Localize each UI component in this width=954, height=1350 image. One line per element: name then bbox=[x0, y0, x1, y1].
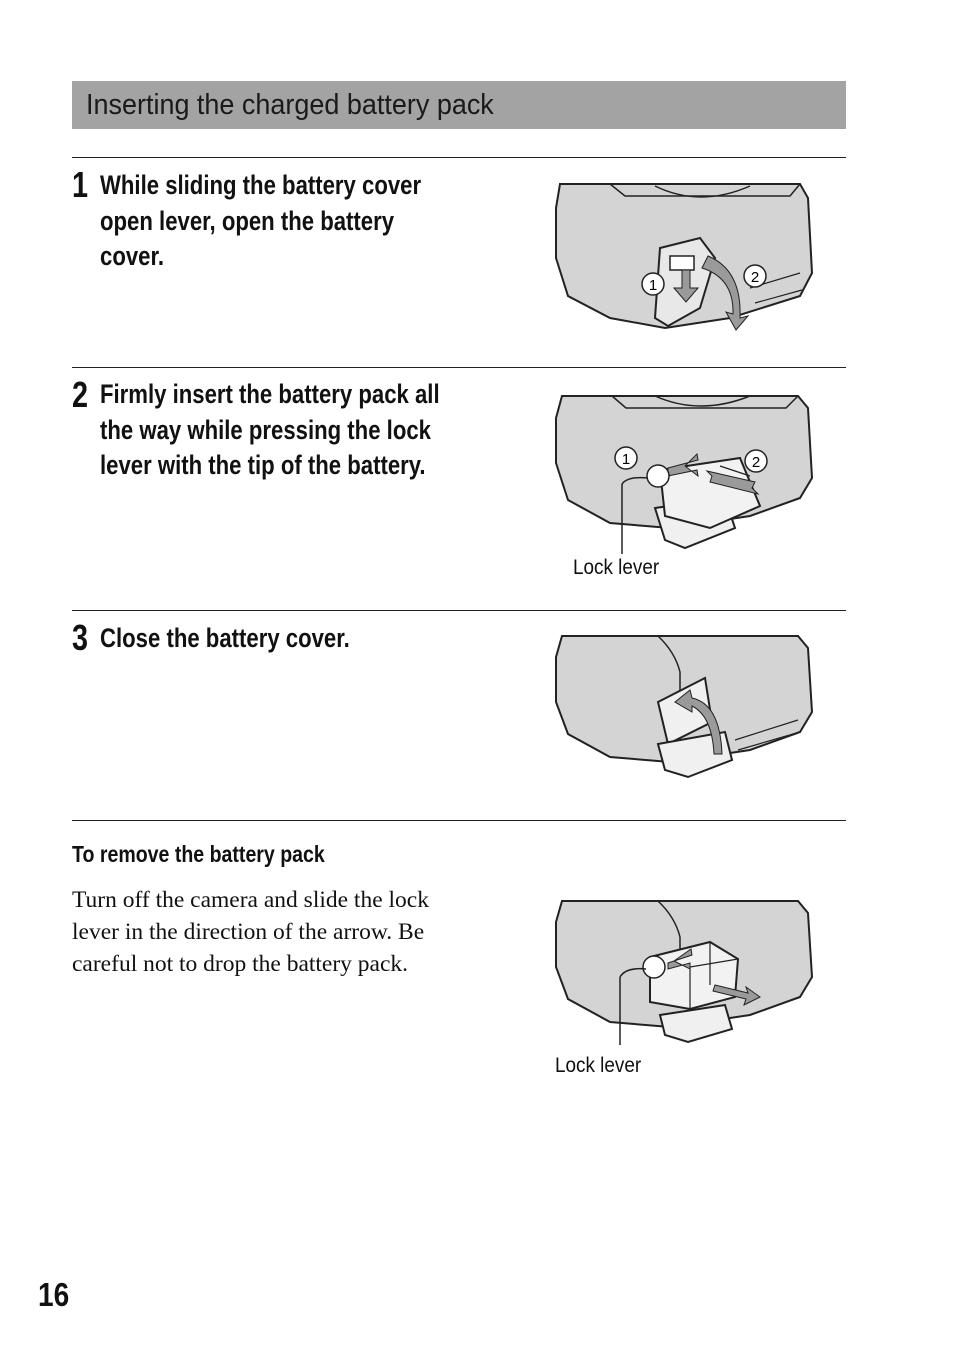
insert-battery-illustration: 1 2 bbox=[555, 395, 814, 554]
open-battery-cover-illustration: 1 2 bbox=[555, 183, 814, 331]
lock-lever-callout: Lock lever bbox=[573, 556, 660, 579]
marker-1-circle bbox=[641, 272, 665, 296]
step-1-line-3: cover. bbox=[100, 241, 165, 271]
remove-line-1: Turn off the camera and slide the lock bbox=[72, 887, 429, 913]
step-2-line-3: lever with the tip of the battery. bbox=[100, 450, 426, 480]
step-2-instruction: Firmly insert the battery pack all the w… bbox=[100, 377, 440, 484]
step-2-line-2: the way while pressing the lock bbox=[100, 414, 431, 445]
section-title: Inserting the charged battery pack bbox=[86, 88, 494, 121]
marker-2-circle bbox=[743, 264, 767, 288]
divider-rule bbox=[72, 367, 846, 368]
remove-line-2: lever in the direction of the arrow. Be bbox=[72, 919, 425, 945]
remove-line-3: careful not to drop the battery pack. bbox=[72, 951, 409, 977]
divider-rule bbox=[72, 610, 846, 611]
page-number: 16 bbox=[38, 1276, 70, 1313]
marker-2-circle bbox=[744, 449, 768, 473]
divider-rule bbox=[72, 820, 846, 821]
marker-1-label: 1 bbox=[649, 277, 657, 294]
section-header: Inserting the charged battery pack bbox=[72, 81, 846, 129]
step-1-line-2: open lever, open the battery bbox=[100, 205, 395, 236]
step-3-instruction: Close the battery cover. bbox=[100, 621, 350, 657]
remove-battery-heading: To remove the battery pack bbox=[72, 841, 325, 867]
step-2-line-1: Firmly insert the battery pack all bbox=[100, 379, 440, 409]
step-1-number: 1 bbox=[72, 164, 89, 205]
marker-1-circle bbox=[614, 446, 638, 470]
divider-rule bbox=[72, 157, 846, 158]
step-1-line-1: While sliding the battery cover bbox=[100, 170, 422, 200]
remove-battery-instructions: Turn off the camera and slide the lock l… bbox=[72, 884, 492, 980]
step-2-number: 2 bbox=[72, 374, 89, 415]
marker-1-label: 1 bbox=[622, 451, 630, 468]
marker-2-label: 2 bbox=[751, 269, 759, 286]
marker-2-label: 2 bbox=[752, 454, 760, 471]
close-battery-cover-illustration bbox=[555, 635, 814, 779]
lock-lever-callout: Lock lever bbox=[555, 1054, 642, 1077]
step-3-number: 3 bbox=[72, 617, 89, 658]
step-3-line-1: Close the battery cover. bbox=[100, 623, 350, 653]
remove-battery-illustration bbox=[555, 900, 814, 1045]
step-1-instruction: While sliding the battery cover open lev… bbox=[100, 168, 421, 275]
